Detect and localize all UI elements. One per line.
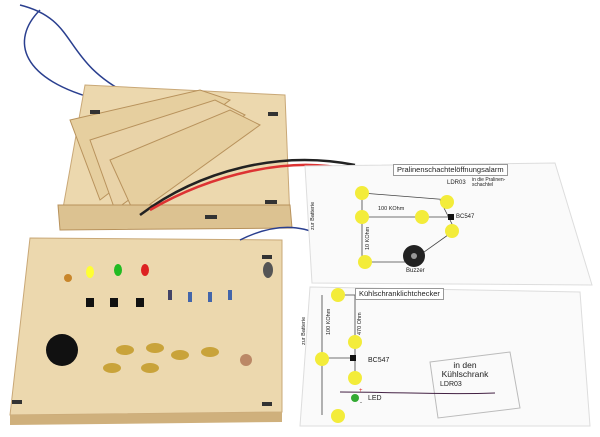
alarm-ldr-label: LDR03 xyxy=(447,180,466,186)
electronic-components xyxy=(46,262,273,373)
blue-wire xyxy=(19,4,131,96)
wood-panel-stack xyxy=(57,84,293,231)
alarm-buzzer-label: Buzzer xyxy=(406,268,425,274)
fridge-led-label: LED xyxy=(368,395,382,402)
fridge-resistor-1-label: 100 KOhm xyxy=(326,308,332,335)
fridge-battery-label: zur Batterie xyxy=(301,316,307,345)
alarm-transistor-label: BC547 xyxy=(456,214,475,220)
fridge-note: in den Kühlschrank xyxy=(441,360,489,380)
fridge-plus-sign: + xyxy=(359,388,363,394)
alarm-battery-label: zur Batterie xyxy=(310,201,316,230)
alarm-card-title: Pralinenschachtelöffnungsalarm xyxy=(393,164,508,176)
fridge-ldr-label: LDR03 xyxy=(440,381,462,388)
alarm-ldr-note: in die Pralinen-schachtel xyxy=(472,177,506,188)
fridge-card-title: Kühlschranklichtchecker xyxy=(355,288,444,300)
alarm-resistor-1-label: 100 KOhm xyxy=(378,206,405,212)
black-wire xyxy=(139,158,356,217)
schematic-card-alarm xyxy=(304,162,593,286)
alarm-resistor-2-label: 10 KOhm xyxy=(365,226,371,250)
buzzer xyxy=(46,334,78,366)
schematic-card-fridge xyxy=(299,286,591,427)
fridge-transistor-label: BC547 xyxy=(368,357,390,364)
blue-wire xyxy=(23,9,101,101)
wood-base-board xyxy=(9,237,283,425)
fridge-resistor-2-label: 470 Ohm xyxy=(357,312,363,335)
fridge-minus-sign: - xyxy=(360,400,362,406)
